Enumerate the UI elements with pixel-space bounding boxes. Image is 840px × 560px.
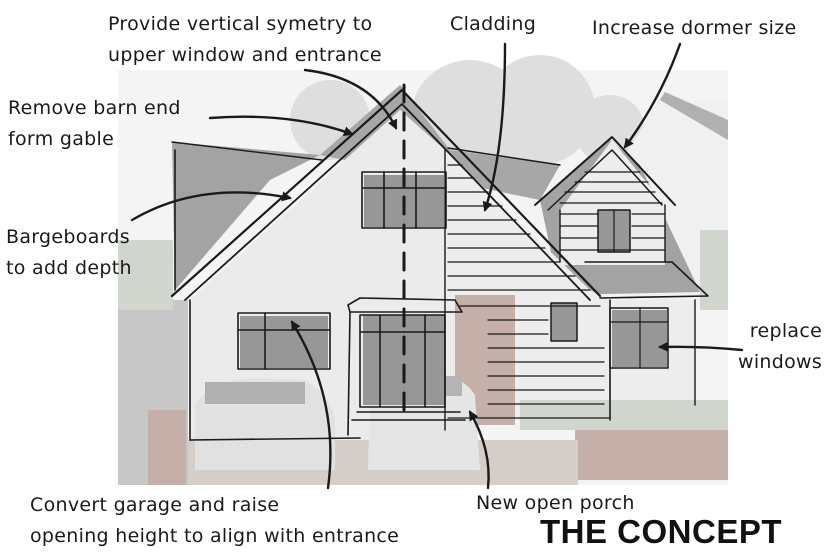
arrow-porch bbox=[468, 410, 490, 490]
pen-sketch bbox=[170, 83, 709, 441]
arrow-garage bbox=[290, 320, 332, 490]
arrow-symmetry bbox=[303, 68, 398, 130]
annotation-arrows bbox=[130, 42, 744, 490]
main-cladding bbox=[447, 164, 611, 419]
dormer-note: Increase dormer size bbox=[592, 17, 797, 39]
arrow-cladding bbox=[482, 42, 507, 212]
windows bbox=[240, 175, 667, 405]
symmetry-note: Provide vertical symetry to upper window… bbox=[108, 13, 382, 66]
gable-note: Remove barn end form gable bbox=[8, 97, 181, 150]
concept-title: THE CONCEPT bbox=[540, 513, 783, 550]
windows-note: replace windows bbox=[738, 320, 823, 373]
dormer-cladding bbox=[559, 171, 666, 251]
cladding-note: Cladding bbox=[450, 13, 537, 35]
garage-window-sketch bbox=[237, 312, 331, 370]
dormer-outline bbox=[534, 136, 676, 206]
arrow-bargeboards bbox=[130, 191, 292, 222]
roof bbox=[172, 142, 320, 290]
arrow-windows bbox=[658, 341, 744, 352]
porch-sketch bbox=[347, 297, 466, 436]
garage-note: Convert garage and raise opening height … bbox=[30, 494, 400, 547]
gable-outline bbox=[170, 88, 602, 298]
arrow-dormer bbox=[623, 42, 682, 149]
bargeboards-note: Bargeboards to add depth bbox=[6, 226, 132, 279]
arrow-gable bbox=[208, 115, 354, 137]
porch-note: New open porch bbox=[476, 492, 635, 514]
